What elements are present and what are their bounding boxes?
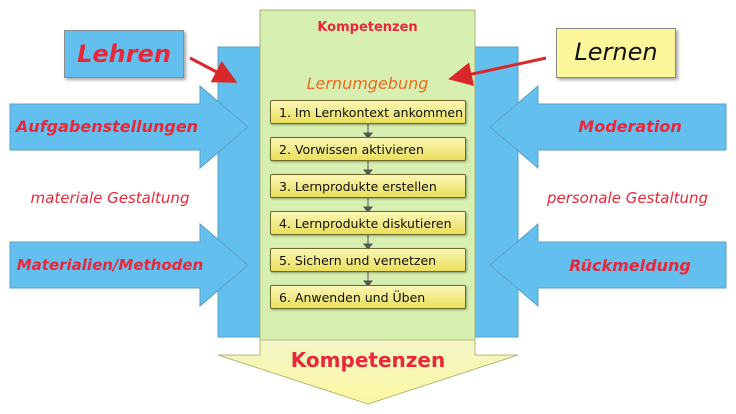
step-6: 6. Anwenden und Üben [270,285,466,309]
left-arrow-top [9,84,249,170]
right-arrow-bottom-label: Rückmeldung [569,256,691,275]
step-1: 1. Im Lernkontext ankommen [270,100,466,124]
lehren-box: Lehren [64,30,184,78]
left-arrow-bottom [9,222,249,308]
step-3: 3. Lernprodukte erstellen [270,174,466,198]
left-arrow-top-label: Aufgabenstellungen [15,117,199,136]
output-arrow [217,339,519,405]
step-4: 4. Lernprodukte diskutieren [270,211,466,235]
right-arrow-bottom [489,222,727,308]
red-arrow-left [189,56,238,83]
center-title: Lernumgebung [306,74,429,93]
bottom-kompetenzen-label: Kompetenzen [290,348,446,372]
left-arrow-bottom-label: Materialien/Methoden [16,256,204,274]
lernen-box: Lernen [556,28,676,78]
left-middle-label: materiale Gestaltung [30,189,190,207]
step-connectors [362,124,374,287]
step-2: 2. Vorwissen aktivieren [270,137,466,161]
right-arrow-top-label: Moderation [578,117,682,136]
red-arrow-right [448,56,547,86]
step-5: 5. Sichern und vernetzen [270,248,466,272]
right-arrow-top [489,84,727,170]
right-middle-label: personale Gestaltung [546,189,709,207]
top-kompetenzen-label: Kompetenzen [317,20,418,35]
